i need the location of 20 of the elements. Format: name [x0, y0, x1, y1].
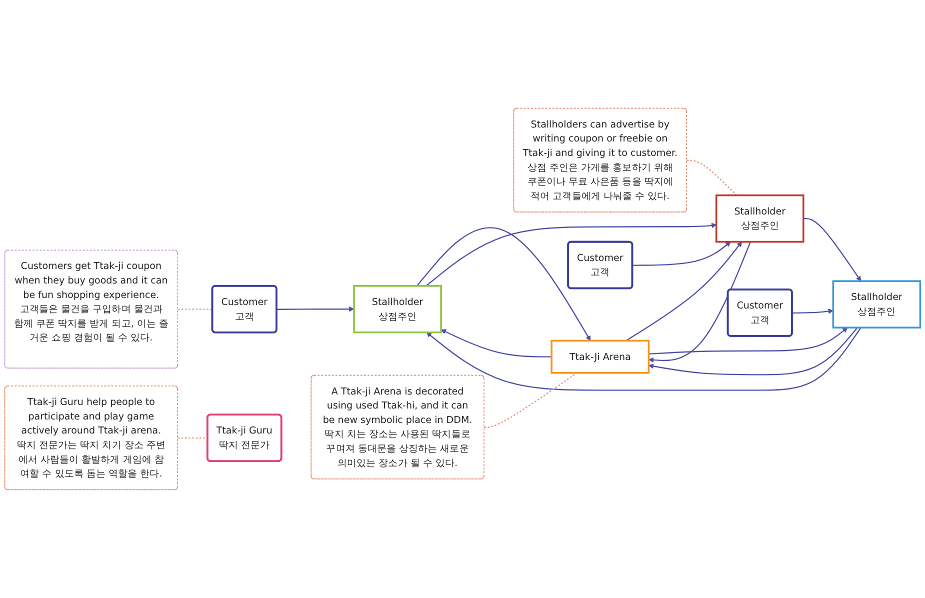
connector	[178, 437, 208, 439]
node-box: Stallholder 상점주인	[832, 280, 922, 328]
arrow	[632, 242, 731, 266]
node-box: Stallholder 상점주인	[353, 285, 442, 334]
arrow	[648, 242, 751, 363]
arrow	[416, 227, 591, 341]
arrow	[626, 242, 742, 342]
arrow	[426, 222, 717, 286]
arrow	[803, 218, 862, 282]
connector	[686, 160, 738, 196]
node-box: Stallholder 상점주인	[715, 194, 804, 243]
arrow	[440, 329, 552, 358]
arrow	[276, 306, 354, 312]
connector	[178, 308, 213, 310]
arrow	[426, 327, 862, 391]
arrow	[648, 327, 848, 355]
arrow	[648, 327, 858, 376]
connector	[484, 372, 578, 428]
arrow	[792, 308, 834, 314]
node-box: Ttak-Ji Arena	[550, 340, 650, 374]
